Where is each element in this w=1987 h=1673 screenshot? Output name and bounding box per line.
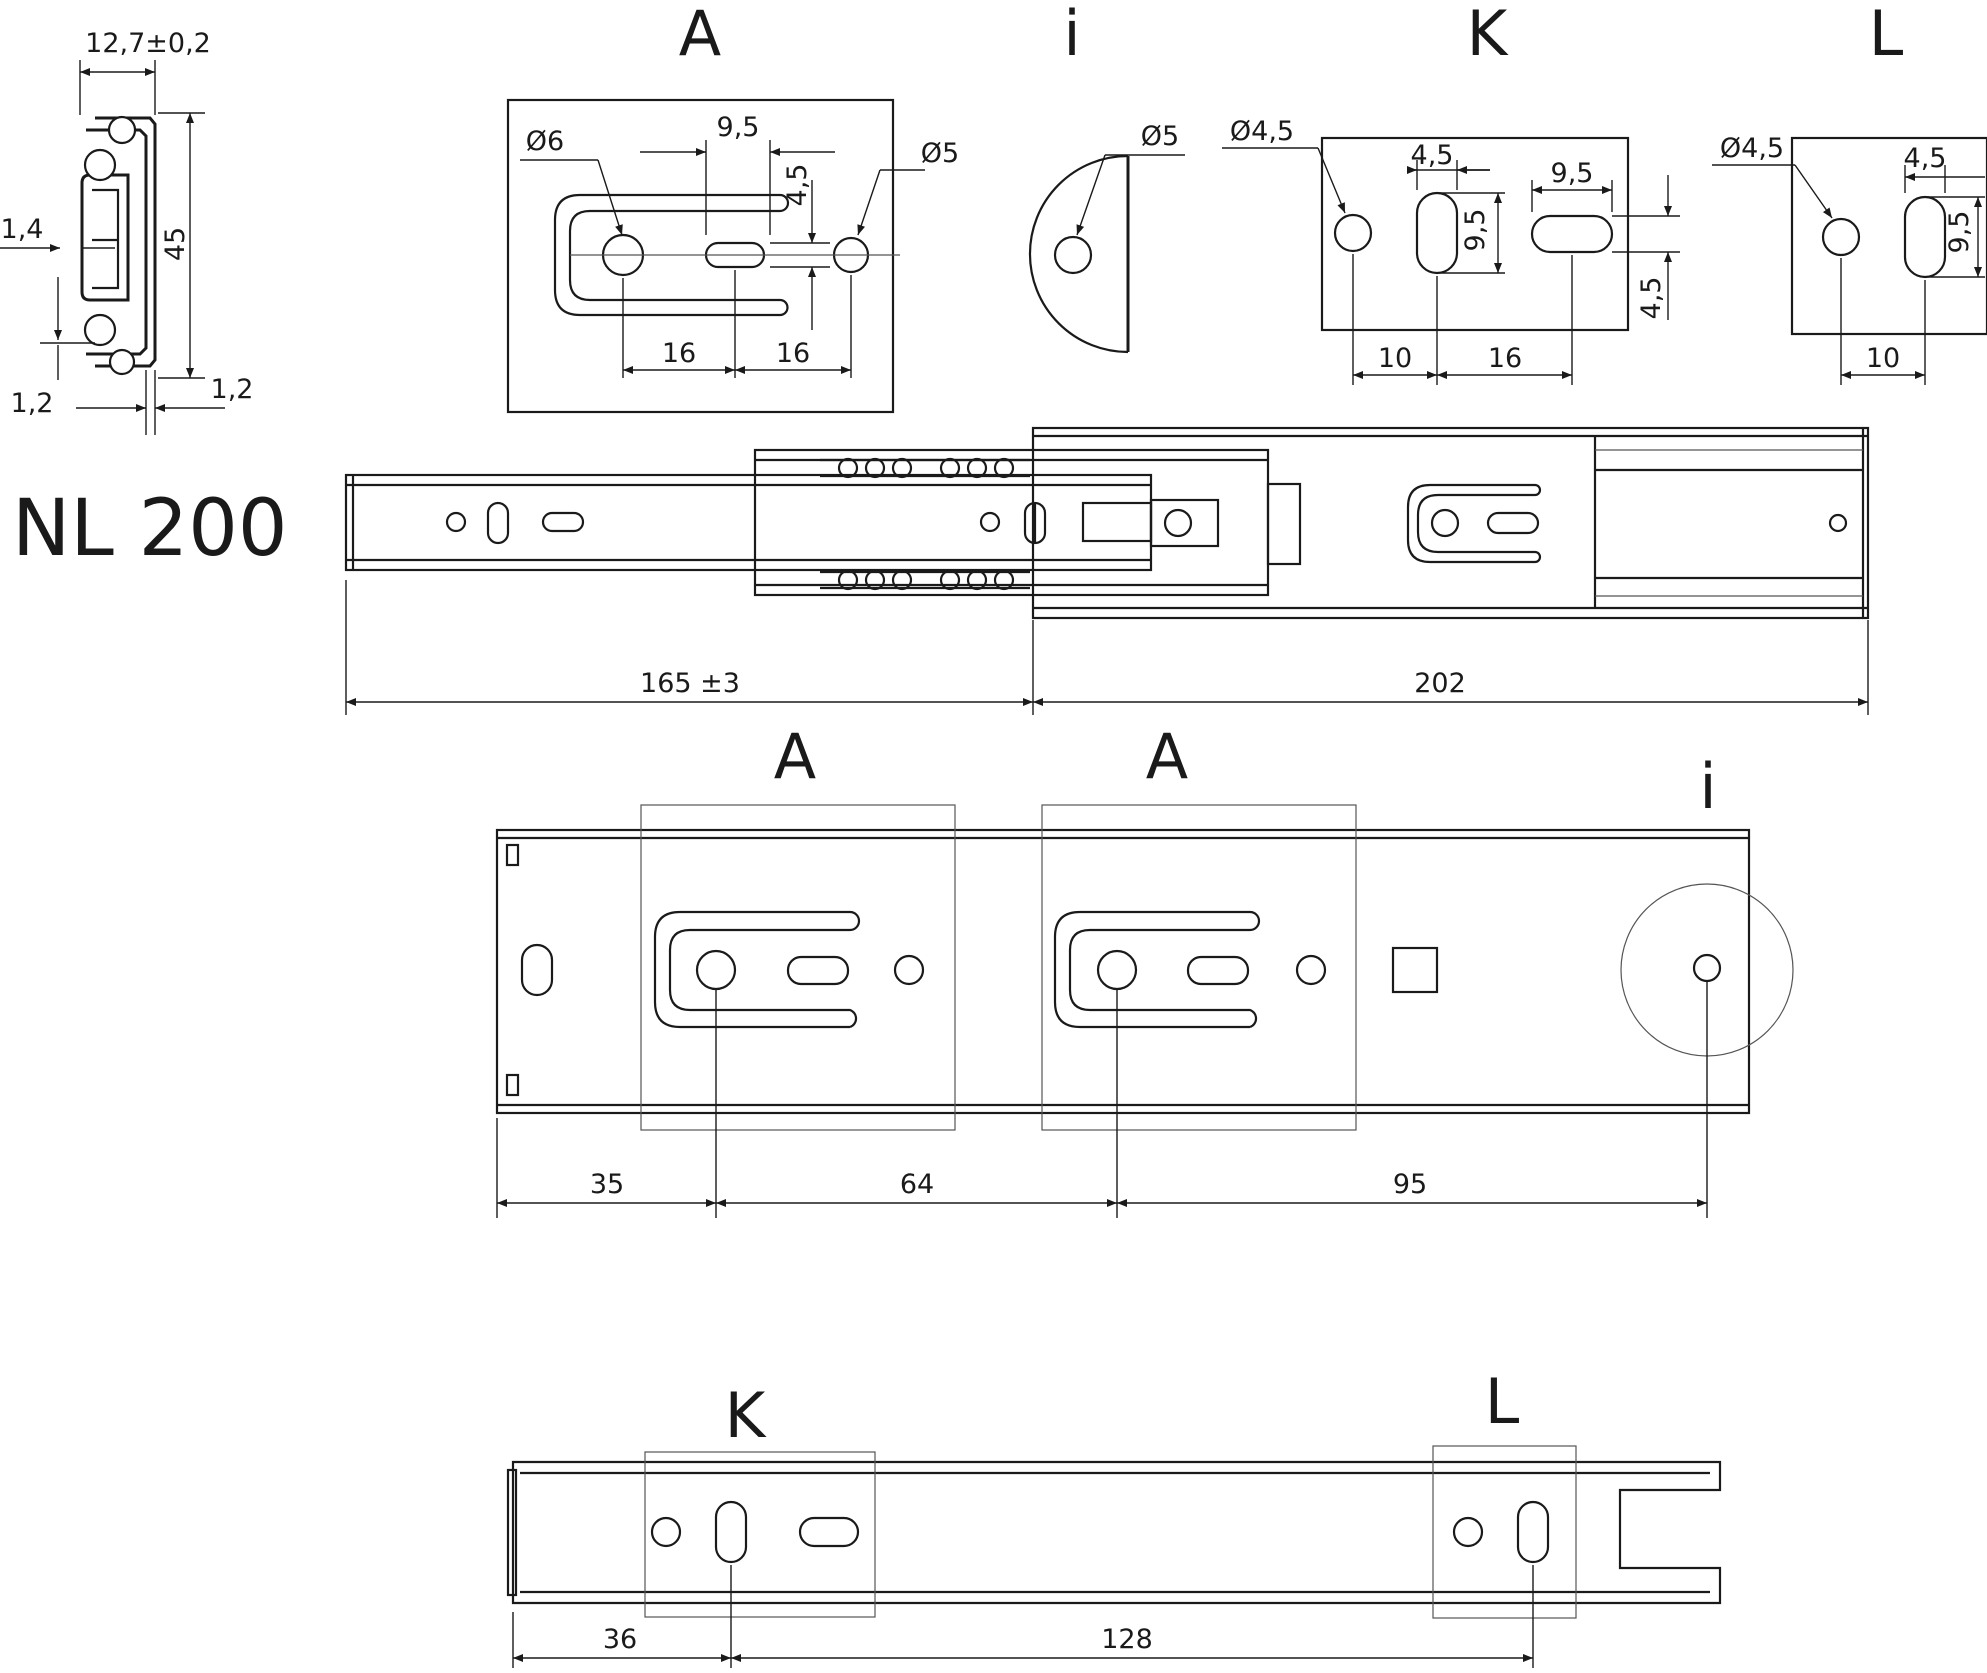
detail-i: i Ø5 xyxy=(1028,0,1185,354)
detail-l-x10: 10 xyxy=(1866,343,1900,374)
drawer-rail-view: K L 36 128 xyxy=(506,1365,1722,1668)
detail-l: L Ø4,5 4,5 9,5 10 xyxy=(1712,0,1987,385)
detail-i-letter: i xyxy=(1063,0,1080,70)
detail-k: K Ø4,5 4,5 9,5 9,5 4,5 xyxy=(1222,0,1680,385)
detail-k-x10: 10 xyxy=(1378,343,1412,374)
profile-height-label: 45 xyxy=(160,227,191,261)
dim-body-length: 202 xyxy=(1414,668,1466,699)
drawer-letter-k: K xyxy=(725,1379,767,1452)
detail-a-hole-dia: Ø5 xyxy=(921,138,959,169)
dim-cabinet-64: 64 xyxy=(900,1169,934,1200)
model-name: NL 200 xyxy=(12,484,287,574)
ball-cage-bottom xyxy=(820,569,1030,591)
profile-d12-left-label: 1,2 xyxy=(11,388,54,419)
detail-k-w95: 9,5 xyxy=(1551,158,1594,189)
cabinet-letter-a1: A xyxy=(774,720,816,793)
detail-k-letter: K xyxy=(1467,0,1509,70)
detail-l-letter: L xyxy=(1869,0,1904,70)
profile-d14-label: 1,4 xyxy=(1,214,44,245)
slide-main-view: 165 ±3 202 xyxy=(344,426,1870,715)
dim-drawer-128: 128 xyxy=(1101,1624,1153,1655)
detail-a-x16b: 16 xyxy=(776,338,810,369)
detail-a-x16a: 16 xyxy=(662,338,696,369)
cabinet-letter-a2: A xyxy=(1146,720,1188,793)
dim-cabinet-95: 95 xyxy=(1393,1169,1427,1200)
detail-a-slot-dia: Ø6 xyxy=(526,126,564,157)
dim-drawer-36: 36 xyxy=(603,1624,637,1655)
cabinet-letter-i: i xyxy=(1699,750,1716,823)
detail-k-w45: 4,5 xyxy=(1411,140,1454,171)
detail-l-dia: Ø4,5 xyxy=(1720,133,1784,164)
drawer-letter-l: L xyxy=(1485,1365,1520,1438)
detail-l-h95: 9,5 xyxy=(1944,211,1975,254)
detail-a-w95: 9,5 xyxy=(717,112,760,143)
detail-k-x16: 16 xyxy=(1488,343,1522,374)
dim-cabinet-35: 35 xyxy=(590,1169,624,1200)
profile-cross-section: 12,7±0,2 45 1,4 1,2 1,2 xyxy=(0,28,253,435)
detail-k-dia: Ø4,5 xyxy=(1230,116,1294,147)
detail-k-h45: 4,5 xyxy=(1636,277,1667,320)
detail-i-dia: Ø5 xyxy=(1141,121,1179,152)
detail-a-letter: A xyxy=(679,0,721,70)
detail-k-h95: 9,5 xyxy=(1460,209,1491,252)
detail-a-h45: 4,5 xyxy=(782,164,813,207)
profile-d12-right-label: 1,2 xyxy=(211,374,254,405)
dim-extension-length: 165 ±3 xyxy=(640,668,740,699)
profile-width-label: 12,7±0,2 xyxy=(85,28,211,59)
detail-l-w45: 4,5 xyxy=(1904,143,1947,174)
detail-a: A Ø6 Ø5 9,5 4,5 16 16 xyxy=(506,0,959,414)
cabinet-rail-view: A A i 35 64 95 xyxy=(495,720,1794,1218)
